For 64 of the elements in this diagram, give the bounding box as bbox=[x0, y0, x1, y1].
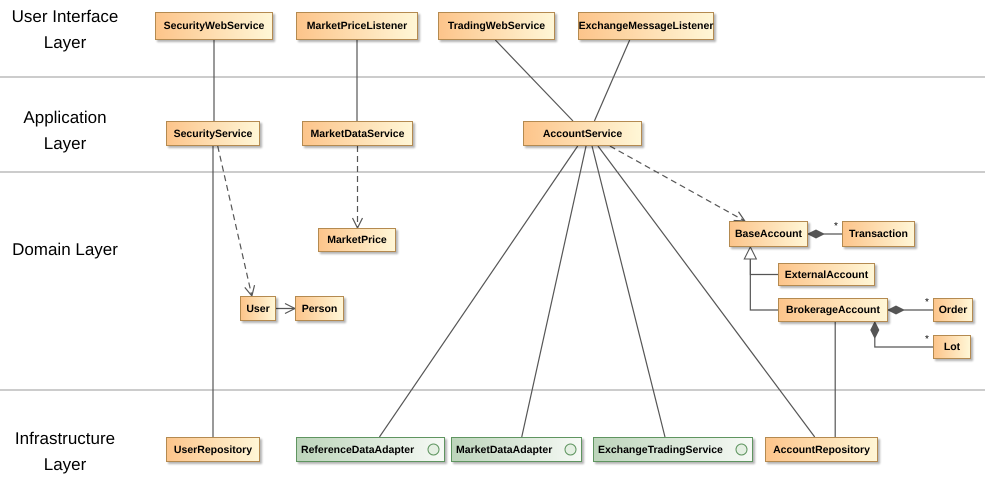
class-name: Transaction bbox=[849, 228, 908, 240]
association-line bbox=[494, 40, 574, 122]
dependency-arrow bbox=[610, 145, 746, 222]
class-name: MarketDataService bbox=[310, 128, 404, 140]
class-box bbox=[933, 298, 973, 322]
association-line bbox=[597, 146, 816, 438]
class-name: ExchangeTradingService bbox=[598, 444, 723, 456]
association-line bbox=[521, 146, 587, 438]
class-name: SecurityService bbox=[174, 128, 252, 140]
layer-label: User Interface Layer bbox=[10, 6, 120, 54]
class-name: AccountRepository bbox=[773, 444, 870, 456]
class-name: BaseAccount bbox=[734, 228, 802, 240]
class-box bbox=[765, 437, 878, 462]
class-box bbox=[166, 121, 260, 146]
association-line bbox=[212, 146, 214, 437]
class-box bbox=[240, 296, 276, 321]
class-box bbox=[166, 437, 260, 462]
class-name: Lot bbox=[944, 341, 960, 353]
class-box bbox=[933, 335, 971, 359]
class-name: ReferenceDataAdapter bbox=[301, 444, 414, 456]
class-box bbox=[438, 12, 555, 40]
composition-line bbox=[888, 306, 933, 314]
class-name: AccountService bbox=[542, 128, 622, 140]
class-name: UserRepository bbox=[174, 444, 252, 456]
class-name: TradingWebService bbox=[448, 20, 546, 32]
association-line bbox=[356, 40, 358, 121]
class-box bbox=[155, 12, 273, 40]
class-box bbox=[729, 221, 808, 247]
class-box bbox=[778, 263, 875, 286]
association-line bbox=[834, 322, 836, 437]
dependency-arrow bbox=[276, 302, 296, 314]
interface-box bbox=[451, 437, 582, 462]
layer-label: Domain Layer bbox=[11, 239, 119, 261]
class-name: User bbox=[246, 302, 270, 314]
composition-line bbox=[870, 322, 933, 348]
interface-box bbox=[593, 437, 753, 462]
association-line bbox=[591, 146, 666, 438]
class-box bbox=[842, 221, 915, 247]
class-name: Order bbox=[938, 304, 968, 316]
layer-label: Infrastructure Layer bbox=[14, 428, 116, 476]
class-name: ExternalAccount bbox=[784, 268, 868, 280]
association-line bbox=[594, 40, 630, 122]
class-name: Person bbox=[302, 302, 338, 314]
class-box bbox=[578, 12, 714, 40]
association-line bbox=[378, 146, 578, 438]
dependency-arrow bbox=[352, 146, 364, 229]
interface-box bbox=[296, 437, 445, 462]
class-name: MarketPrice bbox=[327, 234, 387, 246]
class-box bbox=[295, 296, 344, 321]
class-name: MarketPriceListener bbox=[306, 20, 408, 32]
class-name: SecurityWebService bbox=[164, 20, 264, 32]
association-line bbox=[213, 40, 215, 121]
dependency-arrow bbox=[217, 146, 256, 297]
layer-label: Application Layer bbox=[22, 107, 108, 155]
class-name: MarketDataAdapter bbox=[456, 444, 552, 456]
class-box bbox=[778, 298, 888, 322]
class-name: BrokerageAccount bbox=[786, 304, 880, 316]
class-box bbox=[296, 12, 418, 40]
composition-line bbox=[808, 230, 842, 238]
class-box bbox=[302, 121, 413, 146]
class-name: ExchangeMessageListener bbox=[578, 20, 714, 32]
class-box bbox=[523, 121, 642, 146]
class-box bbox=[318, 228, 396, 252]
generalization-arrow bbox=[744, 246, 778, 311]
